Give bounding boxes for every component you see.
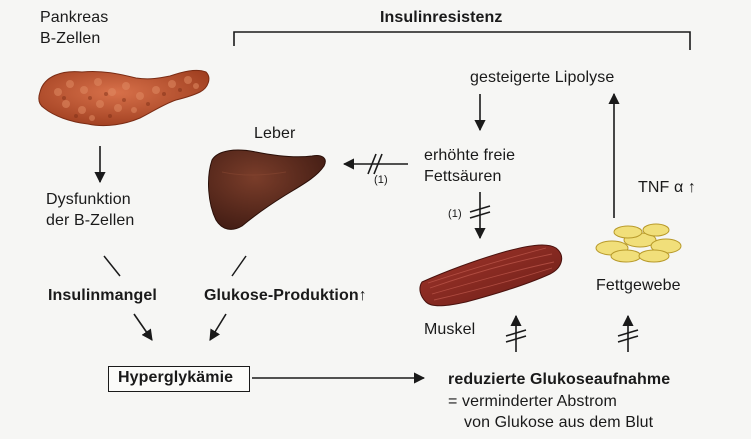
muscle-label: Muskel <box>424 320 475 340</box>
pancreas-label-line1: Pankreas <box>40 8 108 28</box>
liver-icon <box>209 150 326 229</box>
ffa-label-line1: erhöhte freie <box>424 146 515 166</box>
insulin-resistance-bracket <box>234 32 690 50</box>
arrow-deficiency-to-hyperglycemia <box>134 314 152 340</box>
line-liver-to-glucose <box>232 256 246 276</box>
pancreas-icon <box>39 70 209 125</box>
hyperglycemia-label: Hyperglykämie <box>118 368 233 388</box>
glucose-production-text: Glukose-Produktion <box>204 287 359 304</box>
footnote-mark-muscle: (1) <box>448 204 462 224</box>
glucose-production-label: Glukose-Produktion↑ <box>204 286 367 306</box>
fat-cells-icon <box>596 224 681 262</box>
glucose-production-up-arrow: ↑ <box>359 287 367 304</box>
pancreas-label-line2: B-Zellen <box>40 29 100 49</box>
tnf-label: TNF α ↑ <box>638 178 696 198</box>
lipolysis-label: gesteigerte Lipolyse <box>470 68 614 88</box>
reduced-uptake-label: reduzierte Glukoseaufnahme <box>448 370 670 390</box>
explanation-line1: = verminderter Abstrom <box>448 392 617 412</box>
insulin-resistance-label: Insulinresistenz <box>380 8 503 28</box>
footnote-mark-liver: (1) <box>374 170 388 190</box>
dysfunction-label-line1: Dysfunktion <box>46 190 131 210</box>
dysfunction-label-line2: der B-Zellen <box>46 211 134 231</box>
insulin-deficiency-label: Insulinmangel <box>48 286 157 306</box>
tnf-text: TNF α <box>638 179 683 196</box>
arrow-glucose-to-hyperglycemia <box>210 314 226 340</box>
line-dysfunction-to-deficiency <box>104 256 120 276</box>
ffa-label-line2: Fettsäuren <box>424 167 501 187</box>
liver-label: Leber <box>254 124 295 144</box>
fat-tissue-label: Fettgewebe <box>596 276 681 296</box>
tnf-up-arrow: ↑ <box>688 179 696 196</box>
explanation-line2: von Glukose aus dem Blut <box>464 413 653 433</box>
muscle-icon <box>420 245 562 306</box>
